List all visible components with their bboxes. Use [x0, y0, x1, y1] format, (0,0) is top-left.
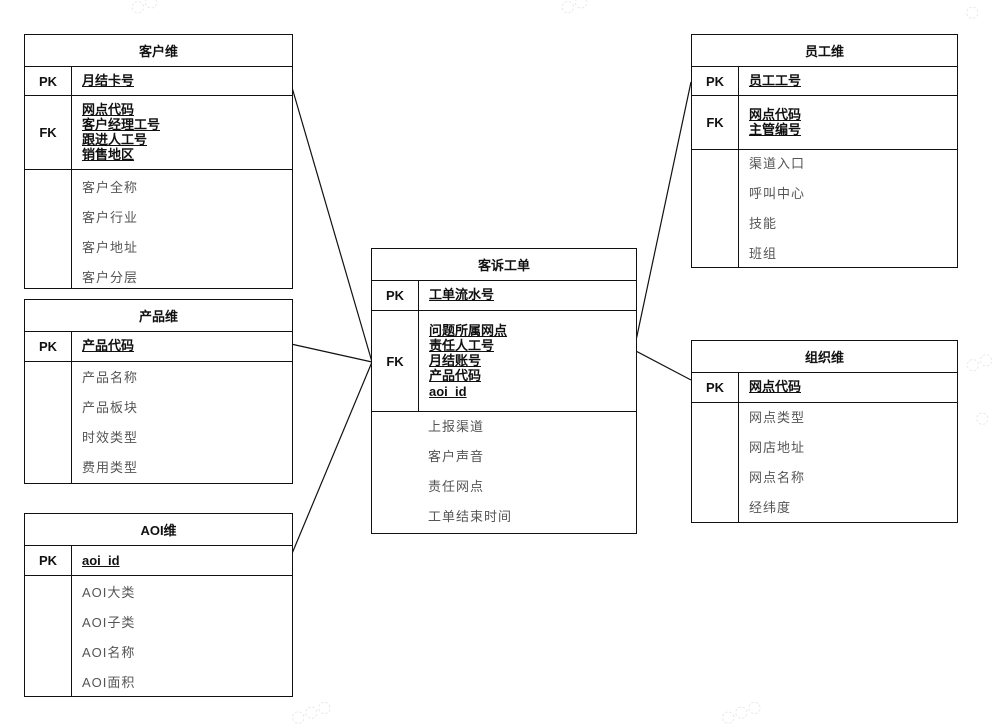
- aoi-attribute: AOI名称: [82, 645, 136, 660]
- watermark: ◌◌: [127, 0, 161, 18]
- customer-pk-row: PK 月结卡号: [25, 67, 292, 96]
- watermark: ◌◌: [962, 347, 996, 376]
- employee-entity: 员工维 PK 员工工号 FK 网点代码 主管编号 渠道入口 呼叫中心 技能 班组: [691, 34, 958, 268]
- fk-label: FK: [372, 311, 419, 411]
- link-aoi-complaint: [290, 361, 373, 557]
- customer-fk-field: 跟进人工号: [82, 132, 148, 148]
- watermark: ◌◌◌: [288, 695, 334, 728]
- customer-entity: 客户维 PK 月结卡号 FK 网点代码 客户经理工号 跟进人工号 销售地区 客户…: [24, 34, 293, 289]
- employee-fk-field: 主管编号: [749, 122, 802, 138]
- customer-fk-field: 网点代码: [82, 102, 135, 118]
- product-attribute: 产品板块: [82, 401, 139, 416]
- product-attribute: 费用类型: [82, 461, 139, 476]
- org-pk-field: 网点代码: [749, 380, 802, 395]
- link-employee-complaint: [633, 81, 692, 351]
- pk-label: PK: [25, 67, 72, 95]
- link-customer-complaint: [290, 83, 373, 363]
- product-attr-row: 产品名称 产品板块 时效类型 费用类型: [25, 362, 292, 484]
- pk-label: PK: [692, 67, 739, 95]
- customer-fk-row: FK 网点代码 客户经理工号 跟进人工号 销售地区: [25, 96, 292, 170]
- complaint-pk-row: PK 工单流水号: [372, 281, 636, 311]
- product-attribute: 产品名称: [82, 371, 139, 386]
- complaint-title: 客诉工单: [372, 249, 636, 281]
- employee-attribute: 技能: [749, 217, 778, 232]
- product-entity: 产品维 PK 产品代码 产品名称 产品板块 时效类型 费用类型: [24, 299, 293, 484]
- org-attr-row: 网点类型 网店地址 网点名称 经纬度: [692, 403, 957, 523]
- customer-attribute: 客户全称: [82, 181, 139, 196]
- customer-fk-field: 销售地区: [82, 147, 135, 163]
- customer-attribute: 客户地址: [82, 241, 139, 256]
- customer-attribute: 客户分层: [82, 271, 139, 286]
- complaint-fk-field: 月结账号: [429, 353, 482, 369]
- complaint-fk-row: FK 问题所属网点 责任人工号 月结账号 产品代码 aoi_id: [372, 311, 636, 412]
- watermark: ◌: [962, 0, 982, 23]
- org-pk-row: PK 网点代码: [692, 373, 957, 403]
- fk-label: FK: [692, 96, 739, 149]
- customer-title: 客户维: [25, 35, 292, 67]
- watermark: ◌: [972, 406, 992, 429]
- product-attribute: 时效类型: [82, 431, 139, 446]
- aoi-pk-row: PK aoi_id: [25, 546, 292, 576]
- employee-fk-field: 网点代码: [749, 107, 802, 123]
- complaint-attribute: 上报渠道: [428, 420, 485, 435]
- watermark: ◌◌: [557, 0, 591, 18]
- employee-fk-row: FK 网点代码 主管编号: [692, 96, 957, 150]
- complaint-entity: 客诉工单 PK 工单流水号 FK 问题所属网点 责任人工号 月结账号 产品代码 …: [371, 248, 637, 534]
- product-pk-field: 产品代码: [82, 339, 135, 354]
- org-title: 组织维: [692, 341, 957, 373]
- employee-title: 员工维: [692, 35, 957, 67]
- aoi-attribute: AOI大类: [82, 585, 136, 600]
- pk-label: PK: [372, 281, 419, 310]
- customer-pk-field: 月结卡号: [82, 73, 135, 89]
- complaint-pk-field: 工单流水号: [429, 288, 495, 303]
- fk-label: FK: [25, 96, 72, 169]
- pk-label: PK: [25, 332, 72, 361]
- watermark: ◌◌◌: [718, 695, 764, 728]
- employee-attr-row: 渠道入口 呼叫中心 技能 班组: [692, 150, 957, 268]
- complaint-attribute: 工单结束时间: [428, 510, 513, 525]
- pk-label: PK: [25, 546, 72, 575]
- complaint-attribute: 客户声音: [428, 450, 485, 465]
- product-title: 产品维: [25, 300, 292, 332]
- customer-fk-field: 客户经理工号: [82, 117, 161, 133]
- employee-attribute: 渠道入口: [749, 157, 806, 172]
- product-pk-row: PK 产品代码: [25, 332, 292, 362]
- pk-label: PK: [692, 373, 739, 402]
- customer-attribute: 客户行业: [82, 211, 139, 226]
- org-attribute: 网店地址: [749, 441, 806, 456]
- aoi-attribute: AOI子类: [82, 615, 136, 630]
- complaint-attr-row: 上报渠道 客户声音 责任网点 工单结束时间: [372, 412, 636, 533]
- aoi-entity: AOI维 PK aoi_id AOI大类 AOI子类 AOI名称 AOI面积: [24, 513, 293, 697]
- employee-pk-field: 员工工号: [749, 73, 802, 89]
- employee-attribute: 班组: [749, 247, 778, 262]
- aoi-attribute: AOI面积: [82, 675, 136, 690]
- complaint-fk-field: aoi_id: [429, 383, 467, 399]
- complaint-attribute: 责任网点: [428, 480, 485, 495]
- org-entity: 组织维 PK 网点代码 网点类型 网店地址 网点名称 经纬度: [691, 340, 958, 523]
- complaint-fk-field: 产品代码: [429, 368, 482, 384]
- complaint-fk-field: 问题所属网点: [429, 323, 508, 339]
- link-org-complaint: [633, 349, 692, 381]
- org-attribute: 经纬度: [749, 501, 792, 516]
- customer-attr-row: 客户全称 客户行业 客户地址 客户分层: [25, 170, 292, 289]
- aoi-attr-row: AOI大类 AOI子类 AOI名称 AOI面积: [25, 576, 292, 697]
- link-product-complaint: [290, 343, 373, 363]
- aoi-pk-field: aoi_id: [82, 553, 120, 568]
- org-attribute: 网点类型: [749, 411, 806, 426]
- complaint-fk-field: 责任人工号: [429, 338, 495, 354]
- org-attribute: 网点名称: [749, 471, 806, 486]
- employee-pk-row: PK 员工工号: [692, 67, 957, 96]
- employee-attribute: 呼叫中心: [749, 187, 806, 202]
- aoi-title: AOI维: [25, 514, 292, 546]
